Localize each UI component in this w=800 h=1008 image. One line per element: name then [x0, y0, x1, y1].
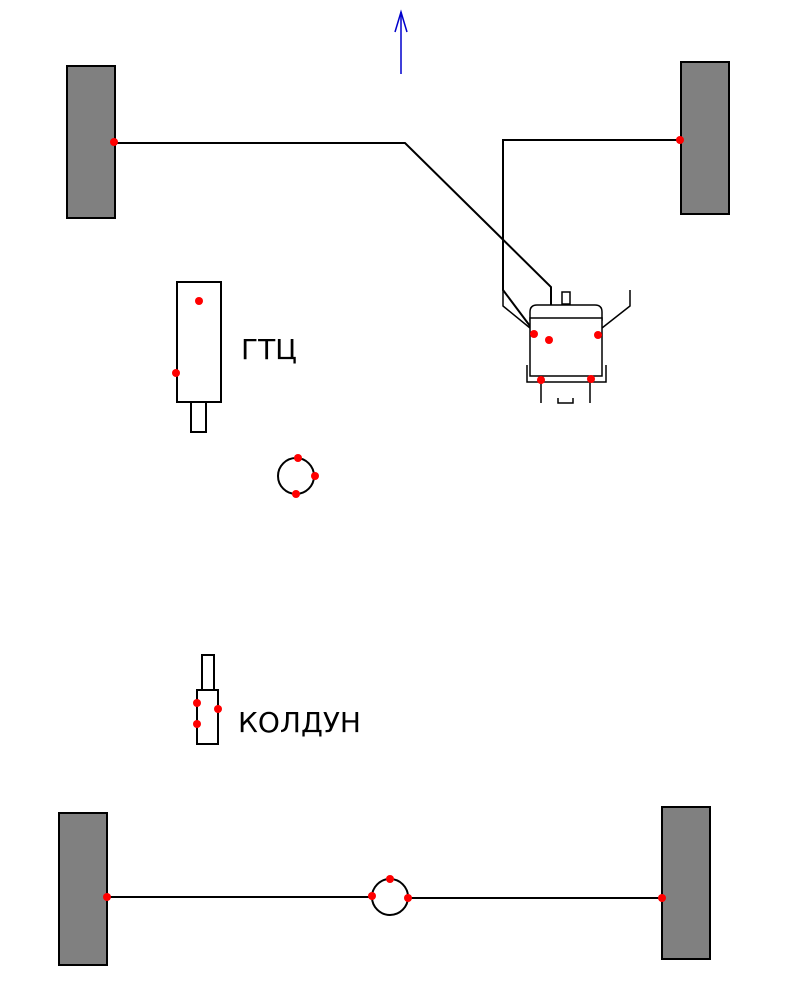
hydraulic-unit: [502, 290, 631, 404]
pressure-regulator-label: КОЛДУН: [238, 706, 361, 739]
port-front-tee-bottom: [292, 490, 300, 498]
hydraulic-unit-body: [529, 317, 603, 377]
port-front-right-wheel: [676, 136, 684, 144]
port-unit-bottom-right: [587, 375, 595, 383]
rear-left-wheel: [58, 812, 108, 966]
port-front-tee-top: [294, 454, 302, 462]
pressure-regulator-body: [196, 689, 219, 745]
port-regulator-lower: [193, 720, 201, 728]
front-left-wheel: [66, 65, 116, 219]
pressure-regulator: [196, 654, 219, 745]
rear-right-wheel: [661, 806, 711, 960]
front-right-brake-line: [502, 139, 680, 331]
port-rear-right-wheel: [658, 894, 666, 902]
port-rear-tee-top: [386, 875, 394, 883]
port-unit-center: [545, 336, 553, 344]
port-master-cylinder-side: [172, 369, 180, 377]
master-cylinder-rod: [190, 401, 207, 433]
port-master-cylinder-top: [195, 297, 203, 305]
port-front-tee-right: [311, 472, 319, 480]
front-right-wheel: [680, 61, 730, 215]
connection-ports: [103, 136, 684, 902]
hydraulic-unit-cap: [561, 291, 571, 305]
port-unit-right: [594, 331, 602, 339]
port-rear-left-wheel: [103, 893, 111, 901]
rear-tee: [371, 878, 409, 916]
hydraulic-unit-right-arm: [601, 290, 631, 329]
hydraulic-unit-feet: [540, 382, 591, 404]
front-tee: [277, 457, 315, 495]
direction-arrow-icon: [394, 9, 408, 74]
hydraulic-unit-bracket: [526, 365, 607, 383]
port-unit-left: [530, 330, 538, 338]
hydraulic-unit-left-arm: [502, 290, 531, 329]
port-rear-tee-left: [368, 892, 376, 900]
hydraulic-unit-top: [529, 304, 603, 321]
port-rear-tee-right: [404, 894, 412, 902]
port-regulator-right: [214, 705, 222, 713]
port-front-left-wheel: [110, 138, 118, 146]
brake-lines: [107, 139, 680, 899]
master-cylinder-label: ГТЦ: [241, 333, 297, 366]
pressure-regulator-plunger: [201, 654, 215, 691]
port-regulator-upper: [193, 699, 201, 707]
port-unit-bottom-left: [537, 376, 545, 384]
